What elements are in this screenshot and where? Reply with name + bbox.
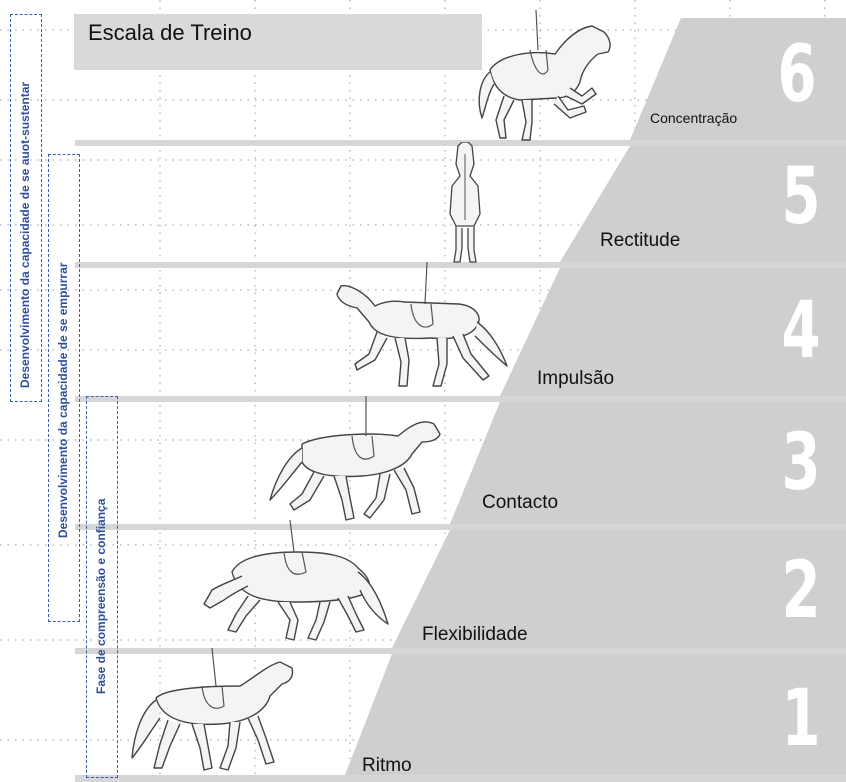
step-2 <box>392 530 846 648</box>
level-6-number: 6 <box>777 30 817 120</box>
title-bar <box>74 14 482 70</box>
phase-middle-box <box>48 154 80 622</box>
step-5-band <box>75 262 846 268</box>
level-2-label: Flexibilidade <box>422 624 528 645</box>
diagram-title: Escala de Treino <box>88 20 252 45</box>
phase-middle-label: Desenvolvimento da capacidade de se empu… <box>56 262 70 538</box>
level-5-number: 5 <box>781 152 821 242</box>
level-4-label: Impulsão <box>537 368 615 389</box>
phase-inner-box <box>86 396 118 778</box>
phase-outer-box <box>10 14 42 402</box>
step-1 <box>345 654 846 775</box>
horse-trot-icon <box>336 262 508 387</box>
step-1-band <box>75 775 846 782</box>
level-6-label: Concentração <box>650 110 738 126</box>
level-1-label: Ritmo <box>362 755 412 776</box>
phase-outer-label: Desenvolvimento da capacidade de se auot… <box>18 81 32 388</box>
step-6 <box>630 18 846 140</box>
step-2-band <box>75 648 846 654</box>
step-5 <box>560 146 846 262</box>
step-4-band <box>75 396 846 402</box>
horse-collected-icon <box>478 10 611 141</box>
level-2-number: 2 <box>781 546 821 636</box>
phase-inner-label: Fase de compreensão e confiança <box>94 498 108 694</box>
level-4-number: 4 <box>781 286 821 376</box>
horse-stretch-icon <box>203 520 389 641</box>
step-3 <box>450 402 846 524</box>
horse-trot-icon <box>269 396 441 521</box>
level-3-label: Contacto <box>482 492 559 513</box>
step-4 <box>500 268 846 396</box>
step-3-band <box>75 524 846 530</box>
level-5-label: Rectitude <box>600 230 681 251</box>
horse-walk-icon <box>131 648 294 771</box>
horse-front-view-icon <box>449 142 481 263</box>
level-3-number: 3 <box>781 418 821 508</box>
level-1-number: 1 <box>781 674 821 764</box>
